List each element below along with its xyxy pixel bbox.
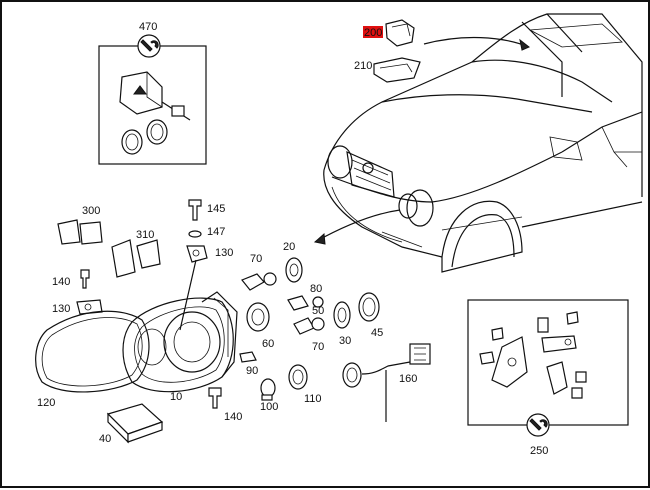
label-130b: 130 — [52, 303, 70, 315]
headlamp-assembly: 120 10 — [35, 259, 238, 409]
part-200-210: 200 210 — [354, 19, 421, 83]
label-300: 300 — [82, 205, 100, 217]
label-70a: 70 — [250, 253, 262, 265]
label-147: 147 — [207, 226, 225, 238]
arrow-to-roof — [423, 36, 530, 48]
label-90: 90 — [246, 365, 258, 377]
label-10: 10 — [170, 391, 182, 403]
label-100: 100 — [260, 401, 278, 413]
control-unit-40: 40 — [99, 403, 164, 445]
lens-cover-120 — [35, 310, 150, 393]
label-210: 210 — [354, 60, 372, 72]
label-140b: 140 — [224, 411, 242, 423]
label-80: 80 — [310, 283, 322, 295]
arrow-head-headlamp — [313, 232, 326, 245]
label-20: 20 — [283, 241, 295, 253]
label-160: 160 — [399, 373, 417, 385]
label-310: 310 — [136, 229, 154, 241]
bolt-140a — [80, 269, 90, 289]
switch-200 — [385, 19, 415, 47]
label-70b: 70 — [312, 341, 324, 353]
label-145: 145 — [207, 203, 225, 215]
screw-145 — [188, 199, 202, 221]
triangle-symbol — [133, 85, 147, 95]
parts-upper-left: 300 310 145 147 130 140 130 — [52, 199, 233, 315]
label-40: 40 — [99, 433, 111, 445]
console-210 — [373, 57, 421, 83]
label-120: 120 — [37, 397, 55, 409]
label-470: 470 — [139, 21, 157, 33]
label-60: 60 — [262, 338, 274, 350]
bulbs-sockets: 70 20 80 50 60 70 30 45 90 100 — [239, 241, 431, 422]
bracket-130a — [186, 245, 208, 263]
label-130a: 130 — [215, 247, 233, 259]
bracket-130b — [76, 299, 103, 315]
car-outline — [323, 13, 643, 273]
box-250-group: 250 — [467, 299, 629, 457]
label-110: 110 — [304, 393, 322, 405]
highlight-200 — [363, 26, 383, 38]
label-140a: 140 — [52, 276, 70, 288]
label-30: 30 — [339, 335, 351, 347]
box-470-group: 470 — [98, 21, 207, 165]
label-200: 200 — [364, 27, 382, 39]
label-50: 50 — [312, 305, 324, 317]
bolt-140b: 140 — [208, 387, 242, 423]
arrow-head-roof — [519, 38, 530, 51]
label-45: 45 — [371, 327, 383, 339]
label-250: 250 — [530, 445, 548, 457]
